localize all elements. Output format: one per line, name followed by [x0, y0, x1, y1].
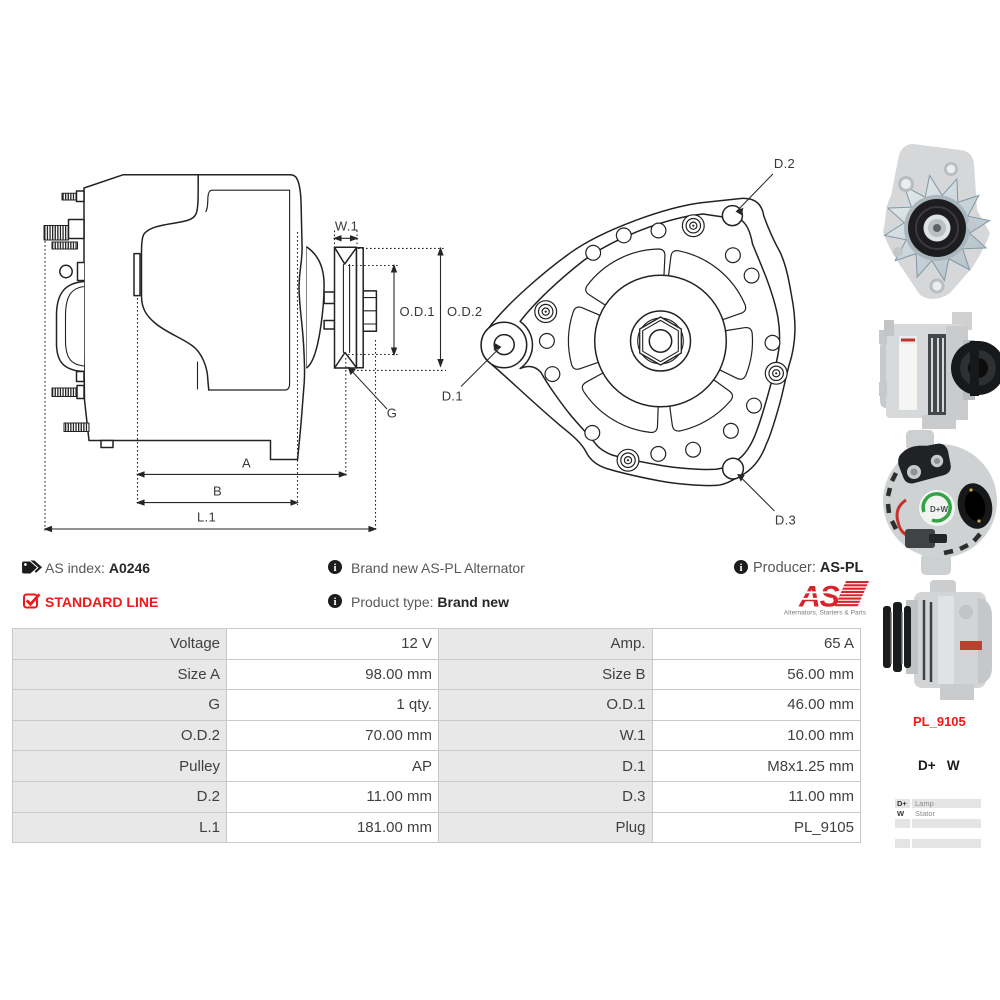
svg-text:B: B	[213, 484, 222, 499]
svg-text:A: A	[242, 456, 251, 471]
svg-text:O.D.2: O.D.2	[447, 304, 482, 319]
svg-text:D+W: D+W	[930, 505, 948, 514]
svg-text:AS: AS	[798, 581, 840, 614]
svg-text:i: i	[739, 562, 742, 574]
svg-text:D.1: D.1	[442, 389, 463, 404]
svg-text:L.1: L.1	[197, 510, 216, 525]
svg-text:i: i	[333, 562, 336, 574]
svg-text:W.1: W.1	[335, 219, 358, 234]
svg-text:i: i	[333, 596, 336, 608]
svg-text:G: G	[387, 406, 397, 421]
svg-text:O.D.1: O.D.1	[400, 304, 435, 319]
svg-text:D.2: D.2	[774, 156, 795, 171]
svg-text:D.3: D.3	[775, 513, 796, 528]
svg-text:Alternators, Starters & Parts: Alternators, Starters & Parts	[784, 610, 867, 617]
